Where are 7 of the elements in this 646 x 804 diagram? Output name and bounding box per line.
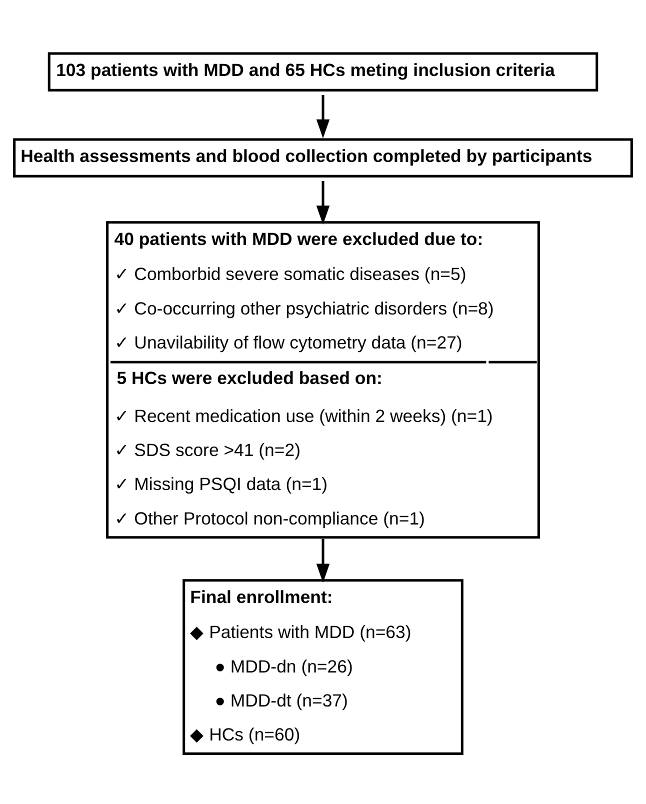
arrow	[316, 95, 330, 138]
arrow	[316, 538, 330, 583]
node-box: 40 patients with MDD were excluded due to: ✓ Comborbid severe somatic diseases (n=5) ✓ Co-occurring other psychiatric disorders (n=8) ✓ Unavilability of flow cytometry data (n=27) 5 HCs were excluded based on: ✓ Recent medication use (within 2 weeks) (n=1) ✓ SDS score >41 (n=2) ✓ Missing PSQI data (n=1) ✓ Other Protocol non-compliance (n=1)	[106, 221, 540, 539]
node-box: Final enrollment: ◆ Patients with MDD (n=63) ● MDD-dn (n=26) ● MDD-dt (n=37) ◆ HCs (n=60)	[182, 579, 464, 755]
node-box: 103 patients with MDD and 65 HCs meting inclusion criteria	[48, 52, 598, 92]
arrow	[316, 180, 330, 225]
node-box: Health assessments and blood collection completed by participants	[13, 138, 633, 178]
